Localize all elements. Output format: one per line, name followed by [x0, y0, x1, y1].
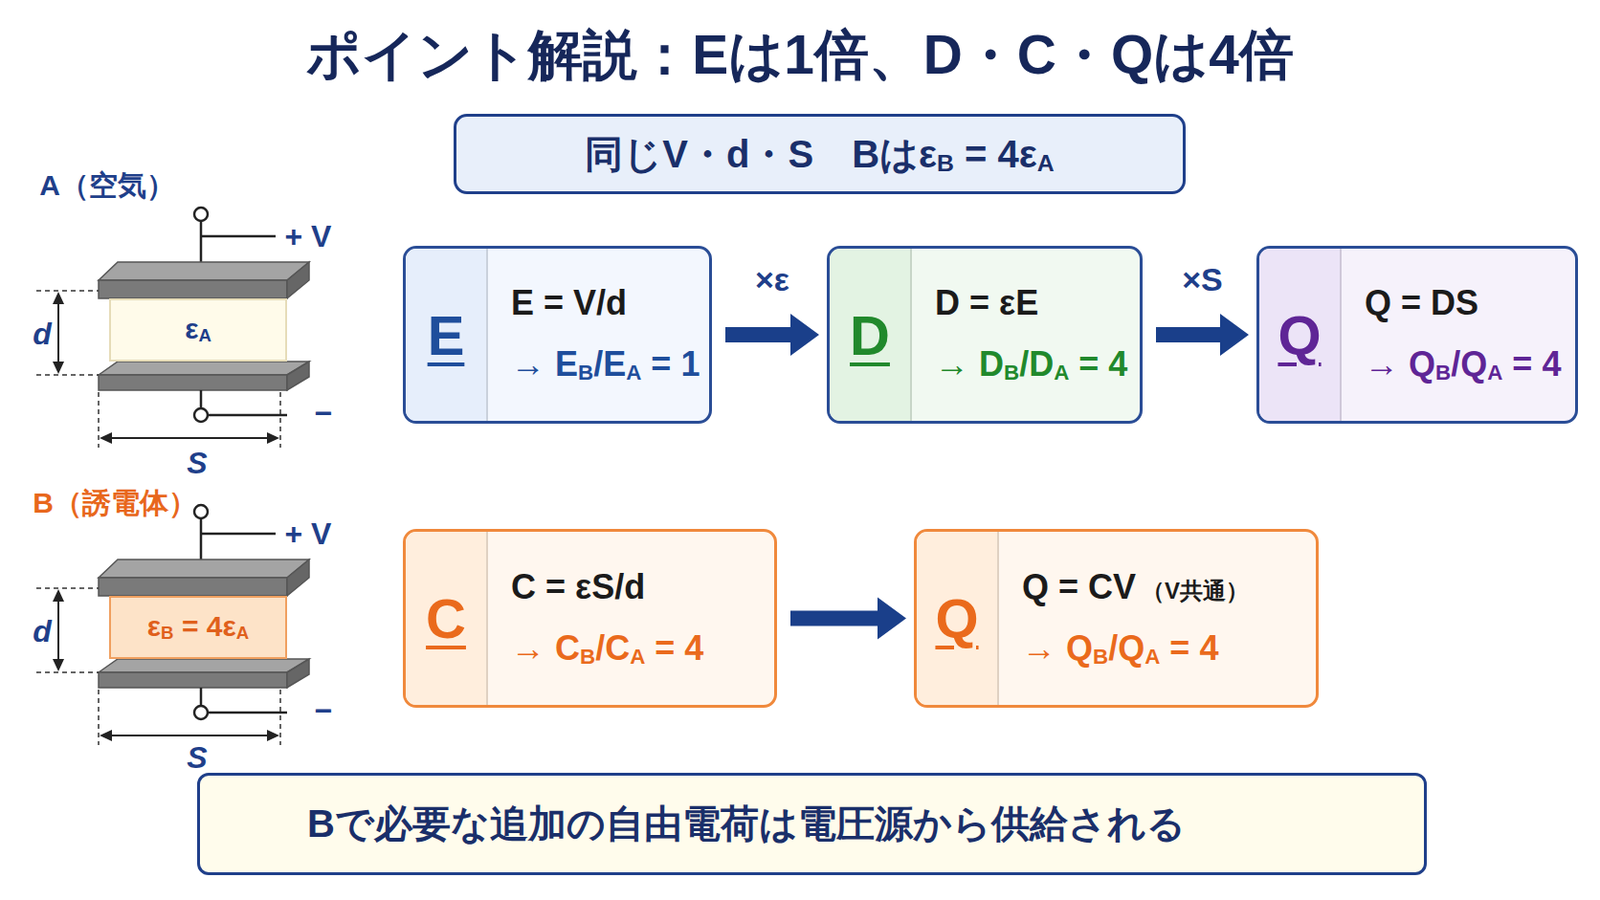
formula-column: E = V/d → EB/EA = 1	[488, 248, 710, 422]
formula-column: C = εS/d → CB/CA = 4	[488, 532, 775, 706]
note-text: Bで必要な追加の自由電荷は電圧源から供給される	[307, 798, 1186, 851]
formula: Q = DS	[1364, 283, 1479, 324]
summary-text: 同じV・d・S BはεB = 4εA	[584, 128, 1054, 181]
formula-row: Q = CV（V共通）	[1022, 567, 1309, 608]
symbol-panel: Q	[1259, 248, 1342, 422]
formula-box: C C = εS/d → CB/CA = 4	[402, 529, 778, 709]
ratio-result: → DB/DA = 4	[934, 344, 1133, 386]
formula-row: E = V/d	[511, 283, 702, 324]
edge-label: ×ε	[751, 261, 794, 299]
figure-label: −	[314, 396, 334, 432]
note-box: Bで必要な追加の自由電荷は電圧源から供給される	[197, 773, 1427, 876]
figure-label: d	[32, 316, 52, 353]
formula-row: Q = DS	[1364, 283, 1568, 324]
formula-box: Q Q = CV（V共通） → QB/QA = 4	[913, 529, 1319, 709]
formula-column: Q = DS → QB/QA = 4	[1341, 248, 1576, 422]
dielectric-slab: εB = 4εA	[109, 596, 288, 660]
formula-box: D D = εE → DB/DA = 4	[826, 245, 1143, 424]
formula: D = εE	[934, 283, 1039, 324]
dielectric-slab: εA	[109, 298, 288, 362]
figure-label: S	[186, 740, 207, 777]
ratio-result: → QB/QA = 4	[1022, 628, 1309, 670]
permittivity-label: εB = 4εA	[147, 610, 249, 645]
symbol-panel: E	[405, 248, 489, 422]
title: ポイント解説：Eは1倍、D・C・Qは4倍	[0, 19, 1600, 93]
quantity-symbol: D	[849, 303, 890, 368]
quantity-symbol: Q	[1277, 303, 1321, 368]
figure-label: + V	[285, 516, 333, 553]
ratio-result: → QB/QA = 4	[1364, 344, 1568, 386]
summary-box: 同じV・d・S BはεB = 4εA	[453, 113, 1186, 195]
formula: C = εS/d	[511, 567, 645, 608]
flow-arrow	[1155, 313, 1249, 356]
formula-row: D = εE	[934, 283, 1133, 324]
figure-label: d	[32, 614, 52, 650]
figure-label: + V	[285, 219, 333, 255]
quantity-symbol: Q	[934, 586, 978, 651]
permittivity-label: εA	[184, 312, 212, 347]
quantity-symbol: C	[425, 586, 467, 651]
flow-arrow	[725, 313, 820, 356]
formula-row: C = εS/d	[511, 567, 767, 608]
formula-note: （V共通）	[1141, 576, 1249, 607]
capacitor-a	[36, 207, 310, 448]
quantity-symbol: E	[427, 303, 466, 368]
formula: E = V/d	[511, 283, 627, 324]
formula-box: E E = V/d → EB/EA = 1	[402, 245, 712, 424]
figure-label: A（空気）	[39, 166, 176, 206]
edge-label: ×S	[1177, 261, 1227, 299]
capacitor-b	[36, 505, 310, 746]
symbol-panel: Q	[916, 532, 1000, 706]
flow-arrow	[790, 598, 907, 641]
ratio-result: → EB/EA = 1	[511, 344, 702, 386]
formula-column: Q = CV（V共通） → QB/QA = 4	[999, 532, 1316, 706]
formula-column: D = εE → DB/DA = 4	[911, 248, 1140, 422]
symbol-panel: C	[405, 532, 489, 706]
figure-label: B（誘電体）	[32, 484, 198, 524]
figure-label: −	[314, 693, 334, 730]
formula-box: Q Q = DS → QB/QA = 4	[1256, 245, 1578, 424]
figure-label: S	[186, 445, 207, 482]
ratio-result: → CB/CA = 4	[511, 628, 767, 670]
formula: Q = CV	[1022, 567, 1136, 608]
symbol-panel: D	[829, 248, 912, 422]
